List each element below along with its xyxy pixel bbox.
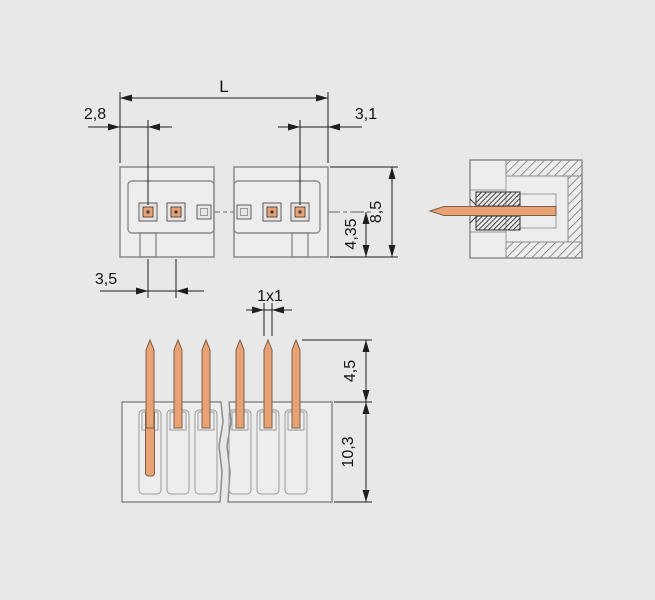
dimensions: L 2,8 3,1 8,5 [84, 77, 398, 503]
hatch-right [567, 175, 583, 243]
pin-view [121, 338, 333, 503]
dim-label-pin-axis-to-bottom: 4,35 [343, 218, 360, 249]
hatch-top [505, 159, 583, 177]
pin [291, 338, 301, 429]
pins [145, 338, 301, 429]
dim-label-housing-height: 8,5 [368, 201, 385, 223]
dim-label-pin-cross-section: 1x1 [257, 288, 283, 305]
pin [145, 338, 155, 429]
pin [173, 338, 183, 429]
contact-2 [166, 202, 186, 222]
contact-1 [138, 202, 158, 222]
pin [235, 338, 245, 429]
dim-label-pin-protrusion: 4,5 [342, 360, 359, 382]
pin [263, 338, 273, 429]
dim-pin-protrusion: 4,5 [302, 339, 372, 403]
dim-label-pin-pitch: 3,5 [95, 271, 117, 288]
side-view [428, 159, 583, 259]
dim-label-housing-depth: 10,3 [340, 436, 357, 467]
contact-6 [290, 202, 310, 222]
dim-label-last-pin-to-edge: 3,1 [355, 106, 377, 123]
dim-pin-axis-to-bottom: 4,35 [343, 212, 370, 257]
contact-5 [262, 202, 282, 222]
contact-block-lower [475, 215, 521, 231]
dim-last-pin-to-edge: 3,1 [278, 106, 377, 205]
dim-label-edge-to-first-pin: 2,8 [84, 106, 106, 123]
hatch-bottom [505, 241, 583, 259]
dim-housing-height: 8,5 [330, 166, 398, 258]
dim-pin-pitch: 3,5 [95, 259, 204, 298]
front-view [119, 166, 372, 258]
pin [201, 338, 211, 429]
dim-housing-depth: 10,3 [334, 402, 372, 503]
dim-edge-to-first-pin: 2,8 [84, 106, 172, 205]
contact-3-partial [196, 204, 212, 220]
dim-label-total-length: L [219, 77, 228, 96]
pin-side [428, 206, 557, 216]
dim-pin-cross-section: 1x1 [246, 288, 292, 336]
contact-4-partial [236, 204, 252, 220]
contact-block-upper [475, 191, 521, 207]
